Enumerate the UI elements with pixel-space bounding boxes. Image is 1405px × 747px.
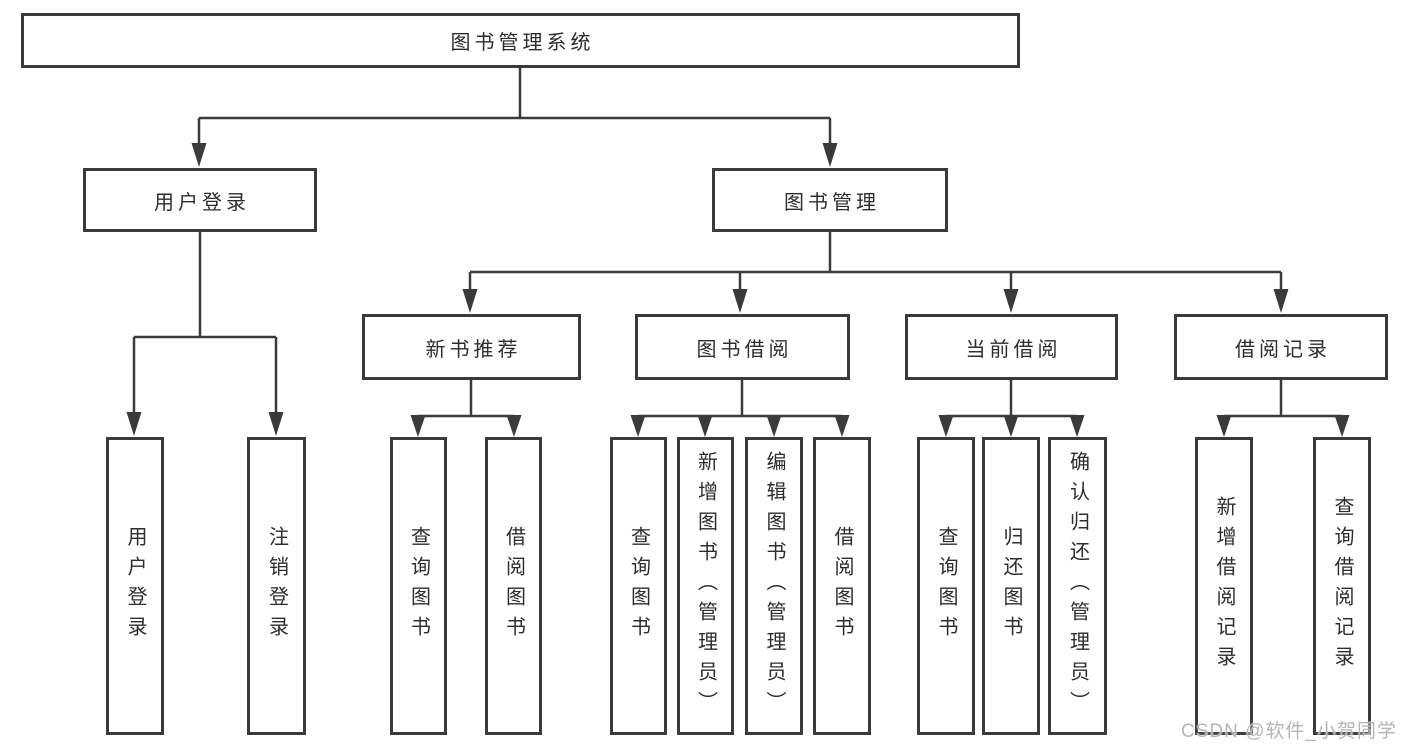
leaf-add-borrow-record: 新增借阅记录 [1195, 437, 1253, 735]
node-book-management: 图书管理 [712, 168, 948, 232]
leaf-query-books-recommend: 查询图书 [390, 437, 447, 735]
node-label: 借阅图书 [831, 526, 853, 646]
node-library-management-system: 图书管理系统 [21, 13, 1020, 68]
node-label: 确认归还（管理员） [1066, 451, 1089, 721]
node-label: 图书借阅 [696, 338, 793, 361]
node-label: 新增图书（管理员） [694, 451, 717, 721]
connector-user-login-branch [126, 232, 284, 436]
leaf-add-books-admin: 新增图书（管理员） [677, 437, 734, 735]
node-label: 查询图书 [407, 526, 430, 646]
node-current-borrow: 当前借阅 [905, 314, 1118, 380]
connector-current-borrow-branch [938, 380, 1085, 437]
leaf-edit-books-admin: 编辑图书（管理员） [745, 437, 803, 735]
node-label: 注销登录 [265, 526, 288, 646]
leaf-borrow-books: 借阅图书 [813, 437, 871, 735]
csdn-watermark: CSDN @软件_小贺同学 [1181, 721, 1397, 742]
leaf-user-login: 用户登录 [106, 437, 164, 735]
connector-borrow-record-branch [1216, 380, 1350, 437]
node-new-book-recommend: 新书推荐 [362, 314, 581, 380]
node-label: 图书管理 [784, 191, 880, 214]
node-label: 用户登录 [154, 191, 250, 214]
node-label: 归还图书 [1000, 526, 1022, 646]
node-user-login: 用户登录 [83, 168, 317, 232]
node-label: 查询图书 [935, 526, 957, 646]
node-label: 借阅记录 [1235, 338, 1331, 361]
leaf-borrow-books-recommend: 借阅图书 [485, 437, 542, 735]
node-borrow-records: 借阅记录 [1174, 314, 1388, 380]
leaf-return-books: 归还图书 [982, 437, 1040, 735]
node-label: 图书管理系统 [450, 32, 595, 54]
node-book-borrow: 图书借阅 [635, 314, 850, 380]
connector-book-management-branch [462, 232, 1289, 313]
leaf-logout: 注销登录 [247, 437, 306, 735]
leaf-query-borrow-record: 查询借阅记录 [1313, 437, 1371, 735]
node-label: 用户登录 [124, 526, 146, 646]
connector-book-borrow-branch [630, 380, 850, 437]
node-label: 新增借阅记录 [1213, 496, 1235, 676]
leaf-query-books-borrow: 查询图书 [610, 437, 667, 735]
leaf-confirm-return-admin: 确认归还（管理员） [1048, 437, 1107, 735]
node-label: 查询图书 [627, 526, 650, 646]
node-label: 借阅图书 [502, 526, 525, 646]
node-label: 编辑图书（管理员） [763, 451, 785, 721]
node-label: 查询借阅记录 [1331, 496, 1353, 676]
node-label: 当前借阅 [965, 338, 1062, 361]
connector-root-to-level2 [191, 68, 838, 167]
node-label: 新书推荐 [425, 338, 522, 361]
leaf-query-books-current: 查询图书 [917, 437, 975, 735]
connector-new-book-branch [410, 380, 522, 437]
